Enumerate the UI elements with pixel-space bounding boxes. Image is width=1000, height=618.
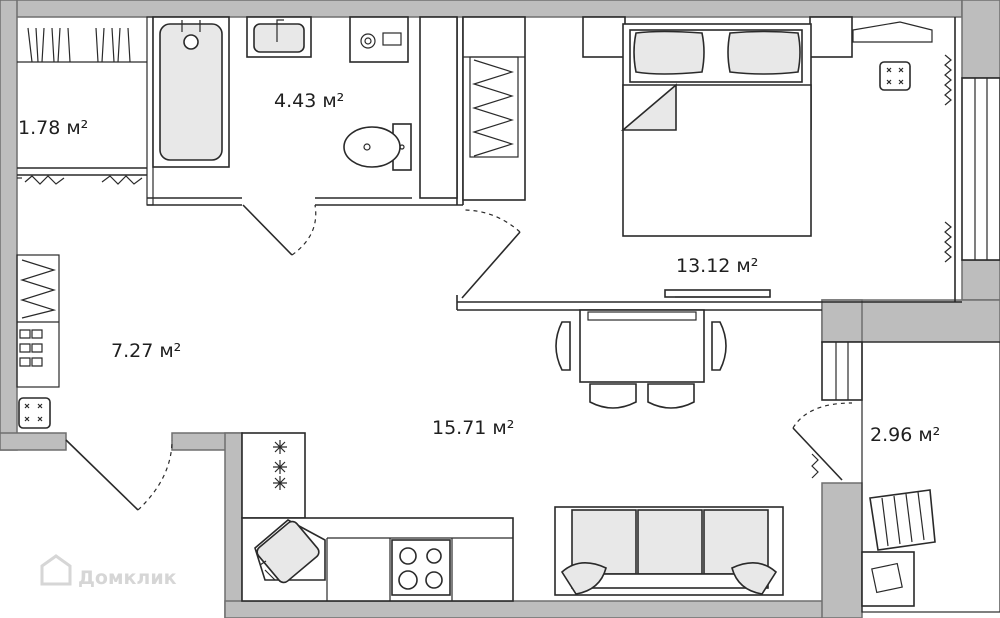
ac-unit-hall <box>18 397 51 429</box>
area-hall: 7.27 м² <box>111 340 181 362</box>
kitchen-counter <box>241 432 514 602</box>
watermark: Домклик <box>40 554 177 589</box>
radiator-bedroom <box>944 54 952 263</box>
washing-machine <box>349 16 409 63</box>
balcony-chair <box>869 489 936 551</box>
doors <box>65 204 853 511</box>
bedroom-wardrobe <box>462 16 526 201</box>
toilet <box>343 123 412 171</box>
ac-unit-bedroom <box>879 61 911 91</box>
sink-bathroom <box>246 16 312 58</box>
area-bedroom: 13.12 м² <box>676 255 758 277</box>
hall-shelf <box>16 254 60 388</box>
area-bathroom: 4.43 м² <box>274 90 344 112</box>
bathroom-cabinet <box>419 16 458 199</box>
bed <box>582 16 853 237</box>
area-balcony: 2.96 м² <box>870 424 940 446</box>
sofa <box>554 506 784 596</box>
watermark-text: Домклик <box>78 567 177 589</box>
bathtub <box>152 16 230 168</box>
balcony-table <box>861 551 915 607</box>
wardrobe-hangers <box>17 27 147 185</box>
dining-table <box>555 309 727 409</box>
area-labels: 1.78 м² 4.43 м² 13.12 м² 7.27 м² 15.71 м… <box>18 90 940 446</box>
tv-stand <box>664 289 771 298</box>
area-kitchen-living: 15.71 м² <box>432 417 514 439</box>
area-wardrobe: 1.78 м² <box>18 117 88 139</box>
bedroom-desk <box>852 21 933 43</box>
